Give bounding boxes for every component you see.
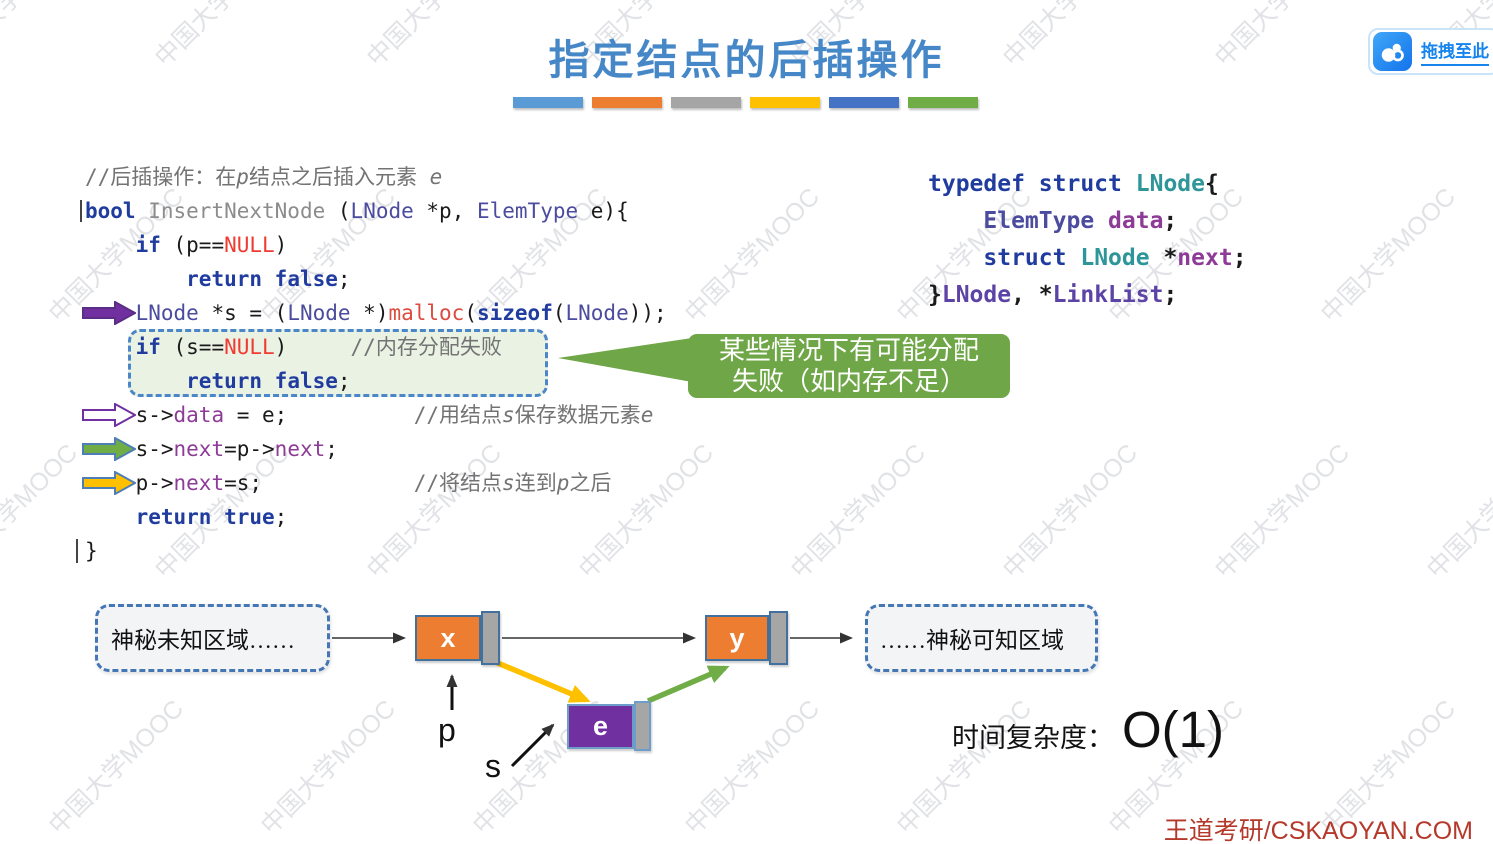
accent-bar [513, 97, 583, 108]
watermark-text: 中国大学MOOC [1421, 438, 1493, 585]
title-accent-bars [513, 97, 978, 108]
code-line: p->next=s; //将结点s连到p之后 [135, 471, 612, 495]
text-cursor [80, 200, 82, 222]
node-e-pointer [634, 701, 651, 751]
code-line: typedef struct LNode{ [928, 171, 1219, 197]
callout-tail [558, 338, 692, 382]
watermark-text: 中国大学MOOC [255, 694, 402, 841]
accent-bar [671, 97, 741, 108]
code-line: if (s==NULL) //内存分配失败 [135, 335, 502, 359]
pointer-p-label: p [438, 712, 456, 748]
step-arrow-solid-yellow [82, 470, 138, 496]
node-y-pointer [769, 611, 788, 665]
code-line: //后插操作：在p结点之后插入元素 e [85, 165, 443, 189]
watermark-text: 中国大学MOOC [1315, 182, 1462, 329]
step-arrow-outline-purple [82, 402, 138, 428]
code-line: return false; [186, 267, 351, 291]
pointer-s-label: s [485, 748, 501, 784]
netdisk-cloud-icon [1373, 32, 1412, 71]
watermark-text: 中国大学MOOC [1209, 438, 1356, 585]
insert-next-node-code: //后插操作：在p结点之后插入元素 e bool InsertNextNode (… [85, 160, 667, 568]
accent-bar [750, 97, 820, 108]
code-line: bool InsertNextNode (LNode *p, ElemType … [85, 199, 629, 223]
watermark-text: 中国大学MOOC [785, 438, 932, 585]
drag-here-label: 拖拽至此 [1421, 37, 1489, 66]
code-line: LNode *s = (LNode *)malloc(sizeof(LNode)… [135, 301, 667, 325]
text-cursor [76, 539, 78, 563]
watermark-text: 中国大学MOOC [43, 694, 190, 841]
watermark-text: 中国大学MOOC [679, 182, 826, 329]
watermark-text: 中国大学MOOC [997, 438, 1144, 585]
callout-text-line2: 失败（如内存不足） [731, 367, 966, 396]
brand-footer: 王道考研/CSKAOYAN.COM [1163, 817, 1473, 844]
code-line: return false; [186, 369, 351, 393]
code-line: return true; [135, 505, 288, 529]
lnode-typedef-code: typedef struct LNode{ ElemType data; str… [928, 166, 1247, 314]
step-arrow-solid-purple [82, 300, 138, 326]
time-complexity-value: O(1) [1122, 701, 1224, 758]
netdisk-drag-drop-widget[interactable]: 拖拽至此 [1368, 28, 1493, 75]
code-line: s->next=p->next; [135, 437, 338, 461]
malloc-fail-callout: 某些情况下有可能分配 失败（如内存不足） [688, 334, 1010, 398]
node-x-data: x [415, 615, 481, 661]
unknown-region-box: 神秘未知区域…… [95, 604, 330, 672]
node-y-data: y [705, 615, 769, 661]
accent-bar [908, 97, 978, 108]
step-arrow-solid-green [82, 436, 138, 462]
callout-text-line1: 某些情况下有可能分配 [718, 336, 979, 365]
node-e-data: e [567, 704, 634, 749]
page-title: 指定结点的后插操作 [548, 37, 945, 83]
accent-bar [592, 97, 662, 108]
code-line: }LNode, *LinkList; [928, 282, 1178, 308]
code-line: } [85, 539, 98, 563]
accent-bar [829, 97, 899, 108]
code-line: struct LNode *next; [983, 245, 1247, 271]
watermark-text: 中国大学MOOC [0, 438, 84, 585]
time-complexity-label: 时间复杂度： [952, 723, 1114, 753]
code-line: if (p==NULL) [135, 233, 288, 257]
node-x-pointer [481, 611, 500, 665]
watermark-text: 中国大学MOOC [679, 694, 826, 841]
time-complexity: 时间复杂度： O(1) [952, 700, 1224, 759]
code-line: s->data = e; //用结点s保存数据元素e [135, 403, 654, 427]
null-check-highlight-box [128, 329, 548, 397]
code-line: ElemType data; [983, 208, 1178, 234]
known-region-box: ……神秘可知区域 [865, 604, 1098, 672]
